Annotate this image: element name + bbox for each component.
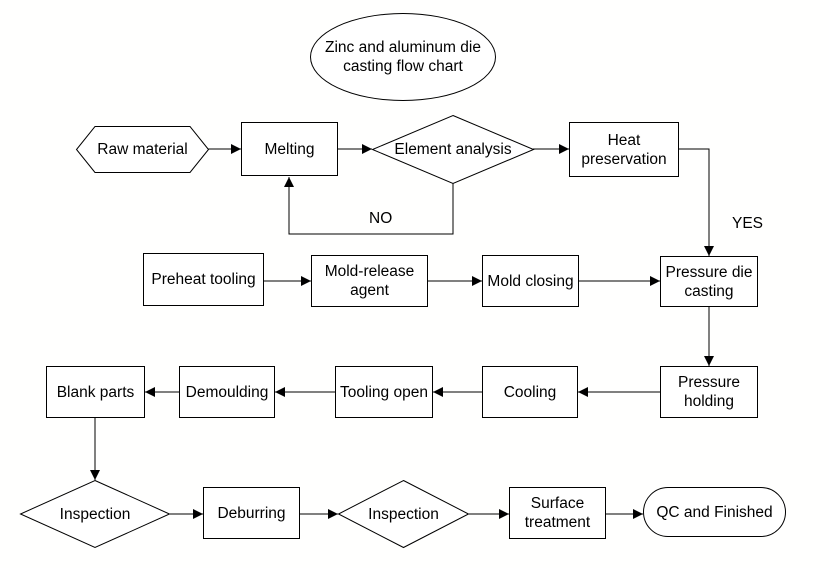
- mold-release-agent-node: Mold-release agent: [311, 255, 428, 307]
- deburring-label: Deburring: [217, 504, 286, 522]
- diamond-shape: [337, 479, 470, 549]
- raw-material-node: Raw material: [75, 126, 210, 173]
- raw-material-label: Raw material: [97, 141, 188, 158]
- arrow-no-loop: [284, 177, 454, 235]
- deburring-node: Deburring: [203, 487, 300, 539]
- inspection-2-label: Inspection: [368, 505, 439, 523]
- pressure-holding-node: Pressure holding: [660, 366, 758, 418]
- qc-finished-label: QC and Finished: [656, 503, 773, 521]
- inspection-1-node: Inspection: [19, 479, 171, 549]
- heat-preservation-node: Heat preservation: [569, 122, 679, 177]
- melting-node: Melting: [241, 122, 338, 176]
- tooling-open-label: Tooling open: [340, 383, 428, 401]
- mold-closing-node: Mold closing: [482, 255, 579, 307]
- inspection-2-node: Inspection: [337, 479, 470, 549]
- pressure-holding-label: Pressure holding: [677, 374, 741, 410]
- mold-closing-label: Mold closing: [487, 272, 574, 290]
- cooling-node: Cooling: [482, 366, 578, 418]
- yes-label: YES: [732, 215, 764, 232]
- chart-title-text: Zinc and aluminum die casting flow chart: [325, 39, 481, 75]
- diamond-shape: [371, 114, 535, 185]
- blank-parts-label: Blank parts: [56, 383, 135, 401]
- hexagon-shape: [75, 126, 210, 173]
- pressure-die-casting-node: Pressure die casting: [660, 256, 758, 307]
- demoulding-node: Demoulding: [179, 366, 275, 418]
- arrow-yes-to-casting: [678, 148, 714, 256]
- qc-finished-node: QC and Finished: [643, 487, 786, 537]
- demoulding-label: Demoulding: [185, 383, 269, 401]
- melting-label: Melting: [264, 140, 315, 158]
- surface-treatment-label: Surface treatment: [524, 495, 591, 531]
- inspection-1-label: Inspection: [59, 505, 131, 523]
- surface-treatment-node: Surface treatment: [509, 487, 606, 539]
- no-label: NO: [369, 210, 393, 227]
- mold-release-agent-label: Mold-release agent: [324, 263, 415, 299]
- blank-parts-node: Blank parts: [46, 366, 145, 418]
- tooling-open-node: Tooling open: [335, 366, 433, 418]
- chart-title: Zinc and aluminum die casting flow chart: [310, 13, 496, 101]
- pressure-die-casting-label: Pressure die casting: [665, 263, 753, 300]
- preheat-tooling-label: Preheat tooling: [151, 271, 256, 288]
- element-analysis-node: Element analysis: [371, 114, 535, 185]
- diamond-shape: [19, 479, 171, 549]
- heat-preservation-label: Heat preservation: [581, 131, 667, 168]
- element-analysis-label: Element analysis: [394, 141, 512, 158]
- preheat-tooling-node: Preheat tooling: [143, 253, 264, 306]
- cooling-label: Cooling: [503, 383, 557, 401]
